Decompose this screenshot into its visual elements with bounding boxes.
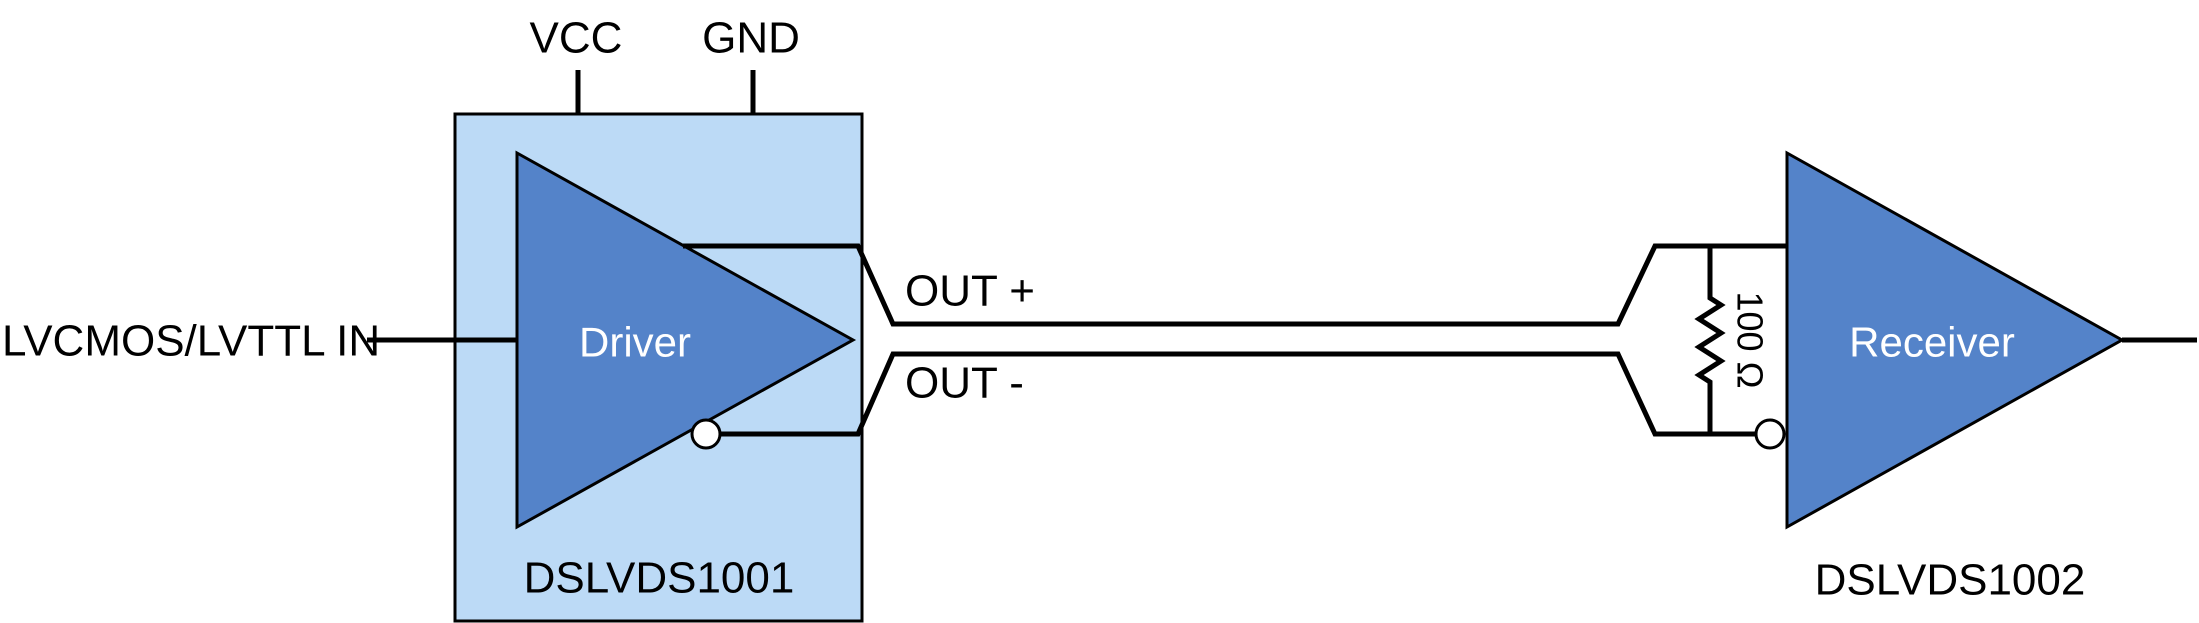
- out-negative-label: OUT -: [905, 359, 1024, 408]
- driver-inversion-bubble: [690, 418, 722, 450]
- receiver-gate-label: Receiver: [1849, 319, 2015, 366]
- receiver-inversion-bubble: [1754, 418, 1786, 450]
- driver-part-number: DSLVDS1001: [524, 554, 795, 603]
- input-signal-label: LVCMOS/LVTTL IN: [2, 317, 380, 366]
- termination-resistor: [1694, 246, 1726, 434]
- driver-gate-label: Driver: [579, 319, 691, 366]
- termination-resistor-label: 100 Ω: [1730, 292, 1771, 389]
- receiver-gate-triangle: [1785, 150, 2126, 530]
- out-positive-wire: [683, 243, 1787, 327]
- vcc-pin-label: VCC: [530, 14, 623, 63]
- gnd-pin-label: GND: [702, 14, 800, 63]
- receiver-part-number: DSLVDS1002: [1815, 556, 2086, 605]
- out-negative-wire: [720, 351, 1756, 437]
- out-positive-label: OUT +: [905, 267, 1035, 316]
